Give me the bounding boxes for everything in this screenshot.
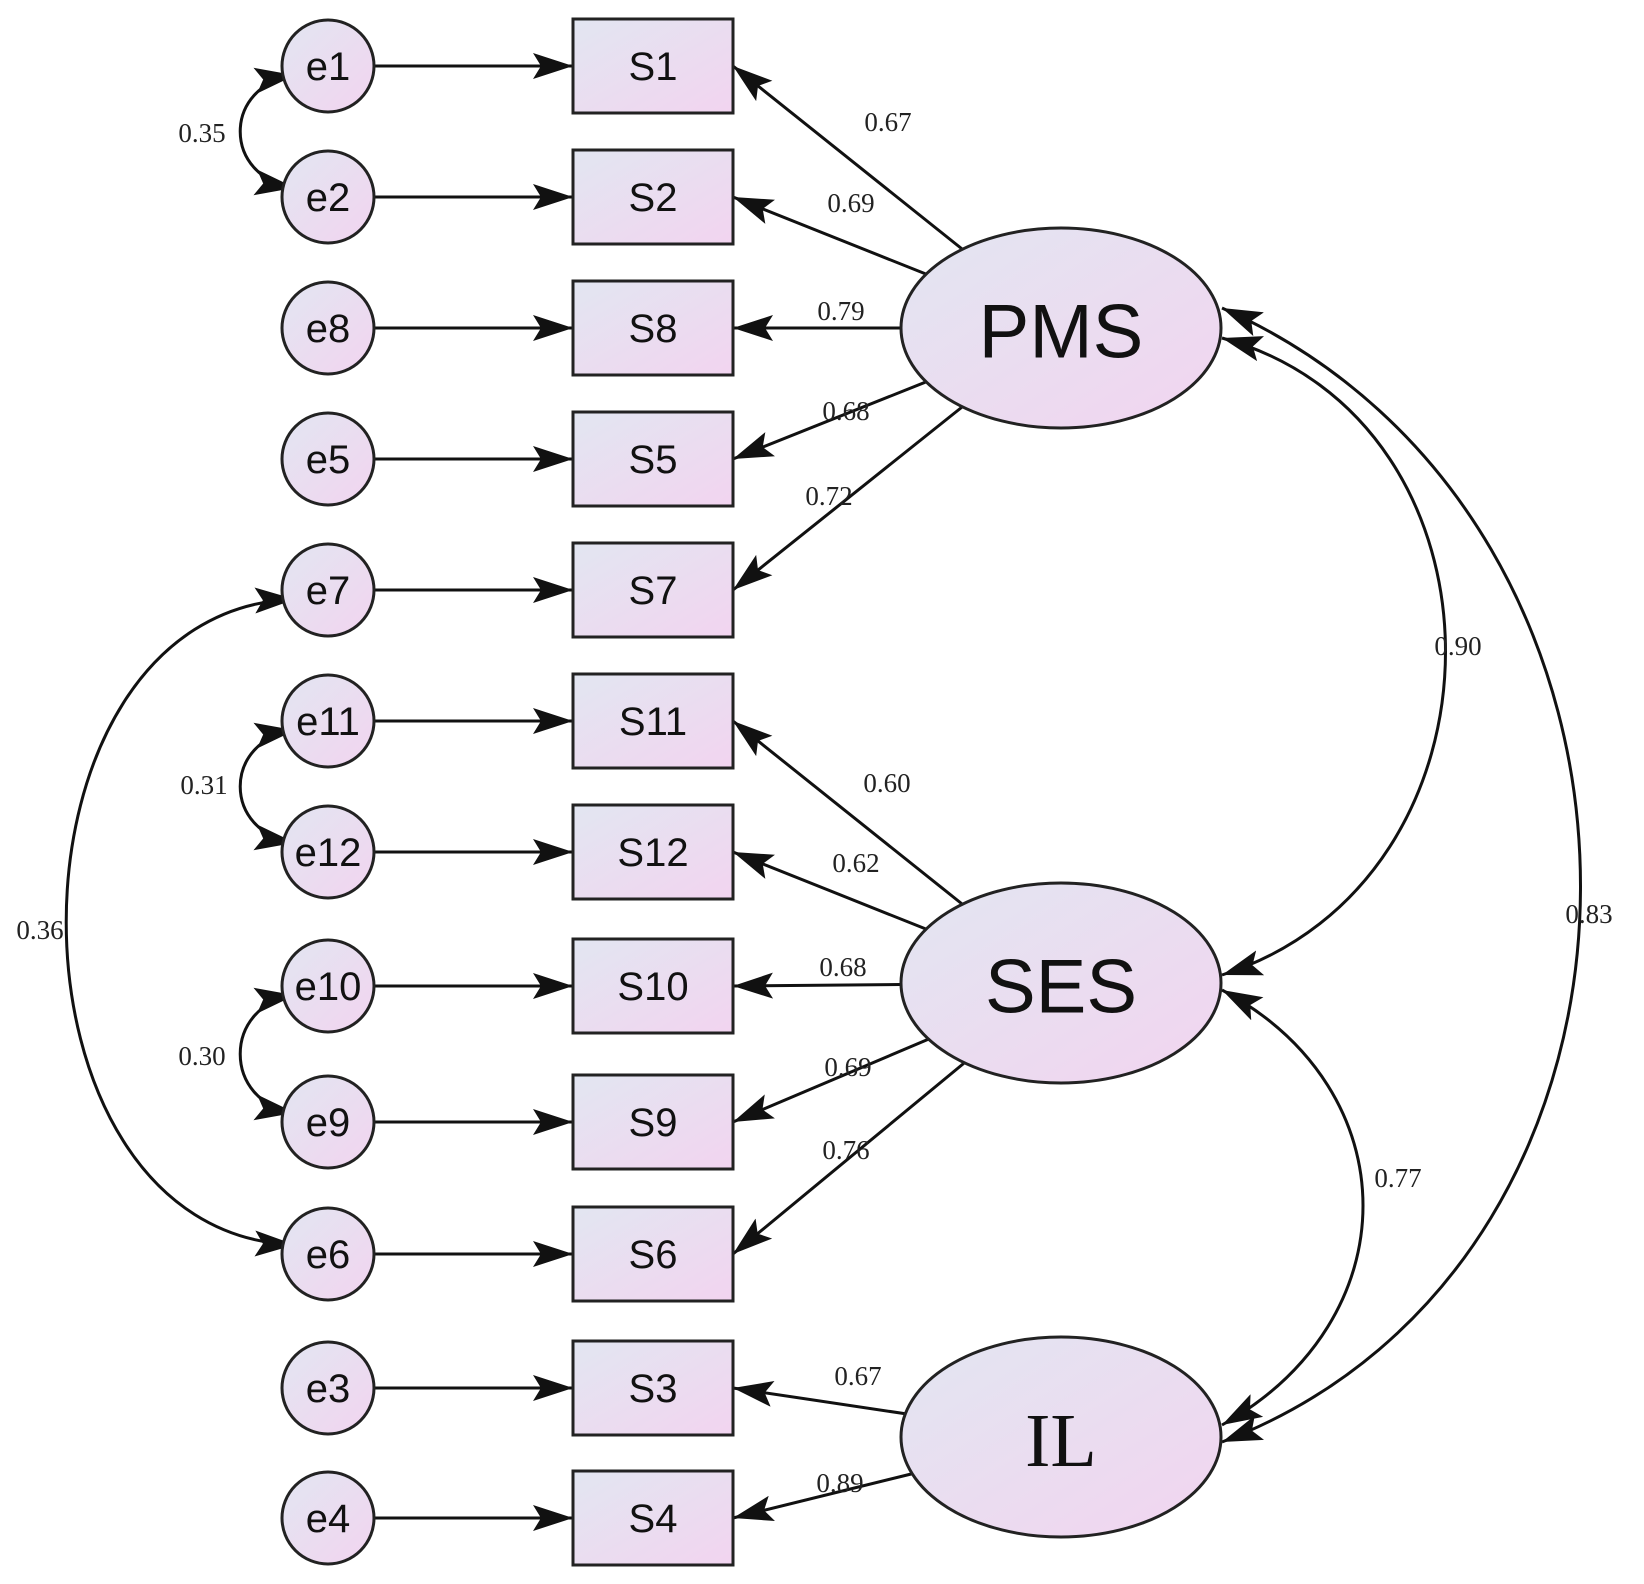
latent-node-ses xyxy=(899,881,1223,1085)
error-node-e8 xyxy=(280,280,376,376)
loading-arrow-S6 xyxy=(732,1061,966,1256)
indicator-label-S1: S1 xyxy=(629,45,678,89)
indicator-node-S5 xyxy=(571,410,735,508)
latent-correlation-value-PMS-IL: 0.83 xyxy=(1565,899,1612,929)
indicator-node-S3 xyxy=(571,1339,735,1437)
indicator-label-S9: S9 xyxy=(629,1101,678,1145)
error-node-e10 xyxy=(280,938,376,1034)
latent-label-pms: PMS xyxy=(979,290,1144,375)
latent-node-il xyxy=(899,1335,1223,1539)
loading-value-S6: 0.76 xyxy=(822,1135,869,1165)
loading-value-S2: 0.69 xyxy=(827,188,874,218)
latent-correlation-value-SES-IL: 0.77 xyxy=(1374,1163,1421,1193)
error-label-e10: e10 xyxy=(295,965,362,1009)
loading-value-S10: 0.68 xyxy=(819,952,866,982)
indicator-label-S10: S10 xyxy=(617,965,688,1009)
indicator-node-S11 xyxy=(571,672,735,770)
loading-arrow-S3 xyxy=(732,1381,906,1416)
indicator-node-S4 xyxy=(571,1469,735,1567)
error-label-e3: e3 xyxy=(306,1367,351,1411)
loading-arrow-S7 xyxy=(732,405,964,592)
error-covariance-e1-e2 xyxy=(238,67,296,196)
error-label-e9: e9 xyxy=(306,1101,351,1145)
indicator-node-S6 xyxy=(571,1205,735,1303)
indicator-label-S8: S8 xyxy=(629,307,678,351)
error-covariance-e11-e12 xyxy=(238,722,296,851)
error-label-e5: e5 xyxy=(306,438,351,482)
loading-value-S9: 0.69 xyxy=(824,1052,871,1082)
loading-arrow-S5 xyxy=(732,380,927,461)
indicator-node-S7 xyxy=(571,541,735,639)
error-node-e6 xyxy=(280,1206,376,1302)
error-node-e1 xyxy=(280,18,376,114)
loading-value-S11: 0.60 xyxy=(863,768,910,798)
indicator-label-S12: S12 xyxy=(617,831,688,875)
error-node-e5 xyxy=(280,411,376,507)
loading-value-S1: 0.67 xyxy=(864,107,911,137)
indicator-node-S12 xyxy=(571,803,735,901)
labels-layer: e1 S1 0.67 e2 S2 0.69 e8 S8 0.79 e5 S5 0.68 e7 S7 0.72… xyxy=(16,45,1612,1541)
indicator-label-S6: S6 xyxy=(629,1233,678,1277)
loading-arrow-S4 xyxy=(732,1472,913,1522)
loading-arrow-S2 xyxy=(732,195,927,276)
indicator-label-S11: S11 xyxy=(619,700,687,744)
error-label-e1: e1 xyxy=(306,45,351,89)
indicator-label-S3: S3 xyxy=(629,1367,678,1411)
latent-correlation-SES-IL xyxy=(1221,988,1365,1427)
indicator-node-S2 xyxy=(571,148,735,246)
error-node-e2 xyxy=(280,149,376,245)
loading-arrow-S10 xyxy=(732,972,902,999)
latent-correlation-PMS-SES xyxy=(1221,336,1447,977)
error-label-e4: e4 xyxy=(306,1497,351,1541)
error-label-e7: e7 xyxy=(306,569,351,613)
error-node-e11 xyxy=(280,673,376,769)
indicator-node-S10 xyxy=(571,937,735,1035)
loading-arrow-S11 xyxy=(732,719,964,906)
edges-layer xyxy=(64,53,1582,1531)
error-covariance-value-e10-e9: 0.30 xyxy=(178,1041,225,1071)
loading-value-S8: 0.79 xyxy=(817,296,864,326)
latent-correlation-PMS-IL xyxy=(1221,306,1582,1444)
error-label-e6: e6 xyxy=(306,1233,351,1277)
error-node-e9 xyxy=(280,1074,376,1170)
loading-value-S4: 0.89 xyxy=(816,1468,863,1498)
latent-node-pms xyxy=(899,226,1223,430)
loading-value-S12: 0.62 xyxy=(832,848,879,878)
latent-label-il: IL xyxy=(1025,1399,1097,1483)
loading-arrow-S12 xyxy=(732,850,927,931)
error-covariance-e7-e6 xyxy=(64,587,295,1257)
error-label-e11: e11 xyxy=(296,700,360,744)
error-node-e4 xyxy=(280,1470,376,1566)
latent-label-ses: SES xyxy=(985,945,1137,1030)
error-label-e12: e12 xyxy=(295,831,362,875)
loading-value-S3: 0.67 xyxy=(834,1361,881,1391)
error-covariance-value-e11-e12: 0.31 xyxy=(180,770,227,800)
error-node-e3 xyxy=(280,1340,376,1436)
indicator-label-S4: S4 xyxy=(629,1497,678,1541)
indicator-label-S7: S7 xyxy=(629,569,678,613)
error-node-e12 xyxy=(280,804,376,900)
error-label-e8: e8 xyxy=(306,307,351,351)
indicator-label-S5: S5 xyxy=(629,438,678,482)
error-covariance-e10-e9 xyxy=(238,987,296,1121)
loading-value-S5: 0.68 xyxy=(822,396,869,426)
indicator-label-S2: S2 xyxy=(629,176,678,220)
loading-arrow-S9 xyxy=(732,1037,930,1124)
error-label-e2: e2 xyxy=(306,176,351,220)
loading-value-S7: 0.72 xyxy=(805,481,852,511)
loading-arrow-S1 xyxy=(732,64,964,251)
nodes-layer xyxy=(280,17,1223,1567)
latent-correlation-value-PMS-SES: 0.90 xyxy=(1434,631,1481,661)
error-covariance-value-e7-e6: 0.36 xyxy=(16,915,63,945)
error-covariance-value-e1-e2: 0.35 xyxy=(178,118,225,148)
indicator-node-S8 xyxy=(571,279,735,377)
indicator-node-S1 xyxy=(571,17,735,115)
indicator-node-S9 xyxy=(571,1073,735,1171)
error-node-e7 xyxy=(280,542,376,638)
